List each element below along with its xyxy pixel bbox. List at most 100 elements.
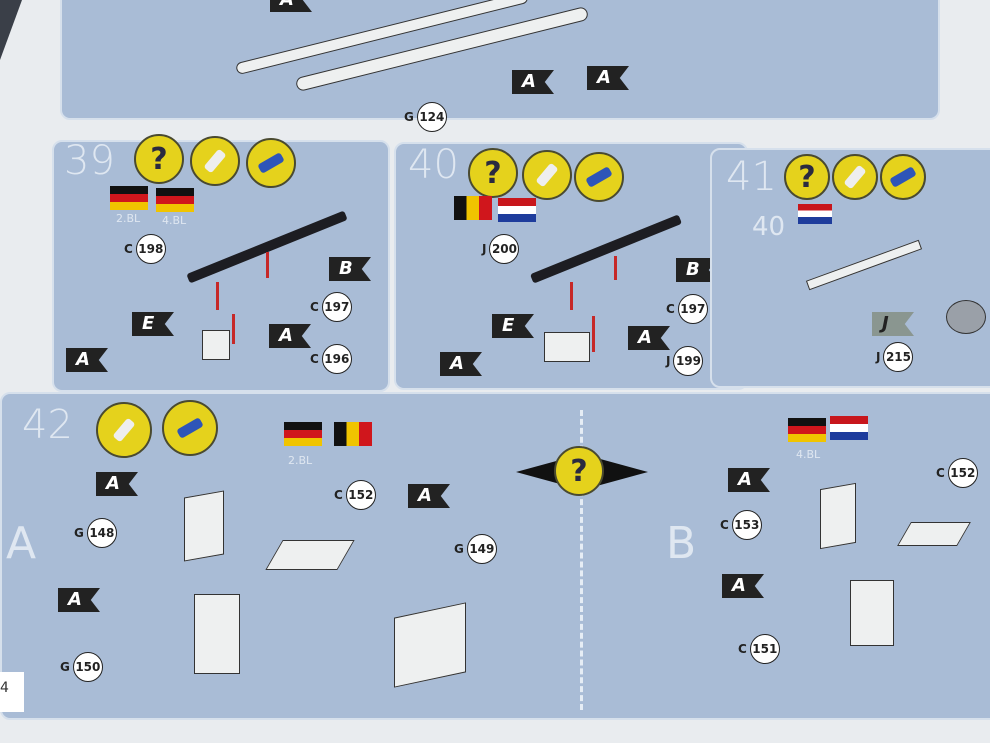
decal-tag: A [512, 70, 554, 94]
sprue-letter: C [666, 302, 675, 316]
sprue-letter: C [738, 642, 747, 656]
assembly-arrow [592, 316, 595, 352]
sprue-letter: C [334, 488, 343, 502]
page-number: 4 [0, 672, 24, 712]
glue-icon [832, 154, 878, 200]
sprue-letter: J [666, 354, 671, 368]
paint-icon [162, 400, 218, 456]
assembly-arrow [614, 256, 617, 280]
flag-belgium [454, 196, 492, 220]
part-number: 152 [947, 458, 978, 488]
assembly-arrow [216, 282, 219, 310]
flag-label: 2.BL [116, 212, 141, 225]
flag-netherlands [498, 198, 536, 222]
decal-tag: A [628, 326, 670, 350]
sprue-letter: G [454, 542, 464, 556]
sprue-letter: G [74, 526, 84, 540]
decal-tag: E [132, 312, 174, 336]
glue-icon [522, 150, 572, 200]
part-number: 148 [86, 518, 117, 548]
sprue-letter: J [876, 350, 881, 364]
decal-tag: A [269, 324, 311, 348]
drum-magazine-part [946, 300, 986, 334]
shield-part [850, 580, 894, 646]
flag-netherlands [798, 204, 832, 224]
part-number: 199 [673, 346, 704, 376]
mount-part [202, 330, 230, 360]
flag-germany [788, 418, 826, 442]
shield-part [184, 490, 224, 562]
flag-label: 2.BL [288, 454, 313, 467]
decal-tag: A [728, 468, 770, 492]
part-number: 200 [489, 234, 520, 264]
question-icon: ? [468, 148, 518, 198]
part-number: 151 [749, 634, 780, 664]
assembly-arrow [266, 252, 269, 278]
flag-belgium [334, 422, 372, 446]
sprue-letter: C [310, 300, 319, 314]
step-reference: 40 [752, 212, 786, 242]
machine-gun-part [805, 239, 923, 291]
sprue-letter: C [310, 352, 319, 366]
sprue-letter: J [482, 242, 487, 256]
plate-part [897, 522, 971, 546]
decal-tag: E [492, 314, 534, 338]
part-number: 198 [135, 234, 166, 264]
part-number: 197 [321, 292, 352, 322]
sprue-letter: C [720, 518, 729, 532]
part-number: 152 [345, 480, 376, 510]
part-number: 150 [72, 652, 103, 682]
mount-part [544, 332, 590, 362]
decal-tag: A [408, 484, 450, 508]
question-icon: ? [134, 134, 184, 184]
question-icon: ? [554, 446, 604, 496]
part-number: 124 [416, 102, 447, 132]
assembly-arrow [570, 282, 573, 310]
option-a-label: A [6, 518, 37, 569]
step-number: 42 [22, 402, 73, 448]
part-number: 149 [466, 534, 497, 564]
decal-tag: A [66, 348, 108, 372]
decal-tag: A [440, 352, 482, 376]
assembly-arrow [232, 314, 235, 344]
glue-icon [190, 136, 240, 186]
step-number: 39 [64, 138, 115, 184]
shield-part [394, 602, 466, 688]
paint-icon [880, 154, 926, 200]
machine-gun-part [529, 214, 683, 284]
option-divider [580, 410, 583, 710]
part-number: 153 [731, 510, 762, 540]
flag-germany [110, 186, 148, 210]
decal-tag: A [58, 588, 100, 612]
sprue-letter: C [124, 242, 133, 256]
decal-tag: J [872, 312, 914, 336]
sprue-letter: G [60, 660, 70, 674]
decal-tag: B [329, 257, 371, 281]
sprue-letter: G [404, 110, 414, 124]
flag-netherlands [830, 416, 868, 440]
plate-part [265, 540, 355, 570]
step-number: 41 [726, 154, 777, 200]
shield-part [194, 594, 240, 674]
part-number: 196 [321, 344, 352, 374]
decal-tag: A [722, 574, 764, 598]
flag-germany [156, 188, 194, 212]
option-b-label: B [666, 518, 697, 569]
